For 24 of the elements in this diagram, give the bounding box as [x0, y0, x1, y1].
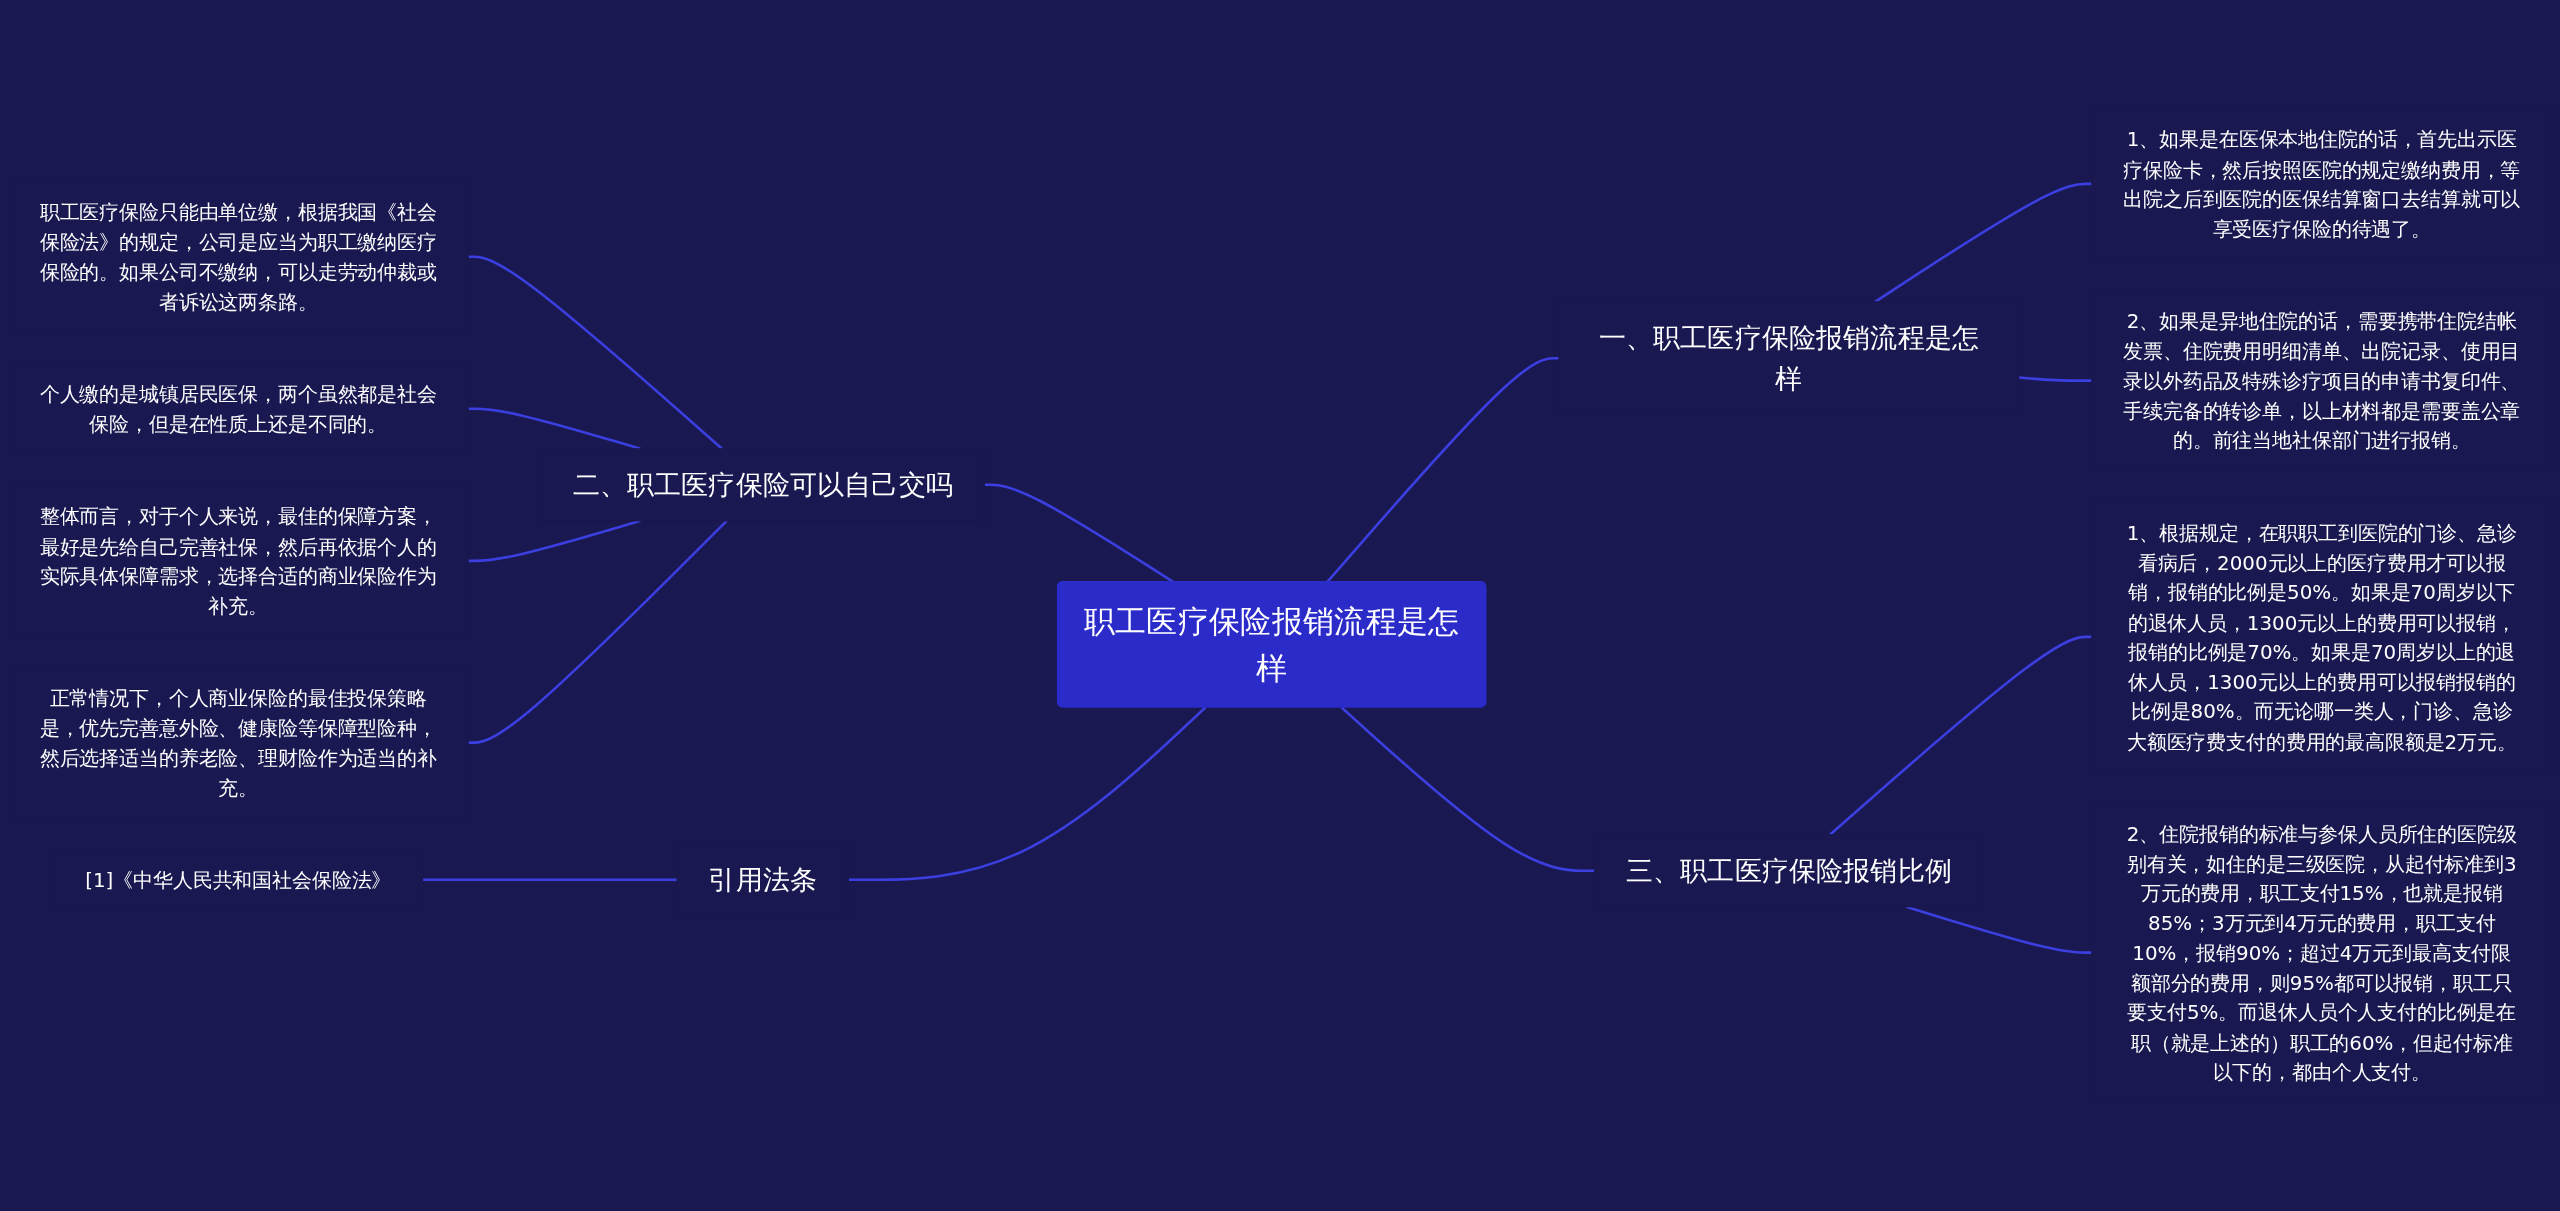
connector: [1905, 905, 2092, 954]
node-text: 2、住院报销的标准与参保人员所住的医院级别有关，如住的是三级医院，从起付标准到3万元的费用，职工支付15%，也就是报销85%；3万元到4万元的费用，职工支付10%，报销90%；超过4万元到最高支付限额部分的费用，则95%都可以报销，职工只要支付5%。而退休人员个人支付的比例是在职（就是上述的）职工的60%，但起付标准以下的，都由个人支付。: [2126, 821, 2517, 1084]
connector: [468, 255, 723, 450]
node-text: 1、根据规定，在职职工到医院的门诊、急诊看病后，2000元以上的医疗费用才可以报销，报销的比例是50%。如果是70周岁以下的退休人员，1300元以上的费用可以报销，报销的比例是70%。如果是70周岁以上的退休人员，1300元以上的费用可以报销报销的比例是80%。而无论哪一类人，门诊、急诊大额医疗费支付的费用的最高限额是2万元。: [2126, 520, 2517, 753]
node-text: 2、如果是异地住院的话，需要携带住院结帐发票、住院费用明细清单、出院记录、使用目录以外药品及特殊诊疗项目的申请书复印件、手续完备的转诊单，以上材料都是需要盖公章的。前往当地社保部门进行报销。: [2123, 309, 2521, 452]
connector: [848, 706, 1207, 882]
connector: [468, 519, 728, 744]
node-text: 二、职工医疗保险可以自己交吗: [572, 468, 953, 500]
node-text: 正常情况下，个人商业保险的最佳投保策略是，优先完善意外险、健康险等保障型险种，然后选择适当的养老险、理财险作为适当的补充。: [39, 686, 437, 799]
connector: [2018, 376, 2092, 382]
connector: [1340, 706, 1595, 873]
connector: [1874, 182, 2092, 303]
node-text: 1、如果是在医保本地住院的话，首先出示医疗保险卡，然后按照医院的规定缴纳费用，等出院之后到医院的医保结算窗口去结算就可以享受医疗保险的待遇了。: [2123, 127, 2521, 240]
connector: [1326, 356, 1559, 583]
node-text: 引用法条: [708, 863, 818, 895]
node-text: 整体而言，对于个人来说，最佳的保障方案，最好是先给自己完善社保，然后再依据个人的实际具体保障需求，选择合适的商业保险作为补充。: [39, 504, 437, 617]
node-text: 一、职工医疗保险报销流程是怎样: [1598, 321, 1980, 394]
node-text: [1]《中华人民共和国社会保险法》: [85, 868, 392, 892]
node-text: 职工医疗保险只能由单位缴，根据我国《社会保险法》的规定，公司是应当为职工缴纳医疗保险的。如果公司不缴纳，可以走劳动仲裁或者诉讼这两条路。: [39, 200, 437, 313]
connector: [422, 878, 678, 882]
node-text: 个人缴的是城镇居民医保，两个虽然都是社会保险，但是在性质上还是不同的。: [39, 382, 437, 435]
connector: [1829, 635, 2092, 836]
connector: [468, 519, 641, 563]
node-text: 三、职工医疗保险报销比例: [1625, 854, 1952, 886]
